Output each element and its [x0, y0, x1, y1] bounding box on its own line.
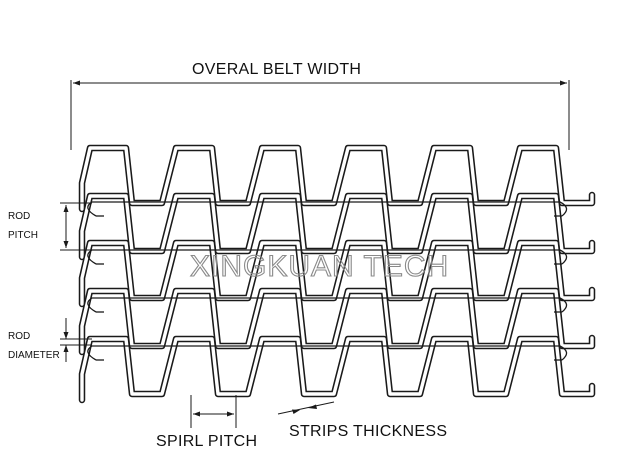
rod-4 — [87, 345, 568, 361]
strips-thickness-arrow-right — [308, 404, 317, 409]
rod-diameter-label-line2: DIAMETER — [8, 350, 60, 361]
rod-pitch-arrow-top — [63, 205, 69, 212]
strips-thickness-leader — [277, 401, 335, 415]
rod-pitch-label: ROD PITCH — [8, 207, 38, 245]
width-arrow-left — [73, 80, 80, 86]
strip-row-2-fill — [80, 194, 594, 259]
rod-diameter-label-line1: ROD — [8, 331, 31, 342]
strip-row-5-fill — [80, 337, 594, 402]
spiral-pitch-label: SPIRL PITCH — [156, 433, 258, 450]
overall-belt-width-label: OVERAL BELT WIDTH — [192, 61, 362, 78]
spiral-pitch-arrow-left — [193, 411, 200, 417]
rod-pitch-label-line1: ROD — [8, 211, 31, 222]
rod-pitch-label-line2: PITCH — [8, 230, 38, 241]
rod-diameter-arrow-bottom — [63, 345, 69, 352]
strips-thickness-arrow-left — [292, 409, 300, 414]
rod-diameter-arrow-top — [63, 332, 69, 339]
spiral-pitch-arrow-right — [227, 411, 234, 417]
strip-row-1-outline — [78, 144, 596, 213]
rod-3 — [87, 297, 568, 313]
rod-2 — [87, 249, 568, 265]
rod-pitch-arrow-bottom — [63, 241, 69, 248]
strip-row-1-fill — [80, 146, 594, 211]
watermark: XINGKUAN TECH — [189, 249, 450, 283]
width-arrow-right — [560, 80, 567, 86]
rod-diameter-label: ROD DIAMETER — [8, 327, 60, 365]
rod-1 — [87, 201, 568, 217]
strips-thickness-label: STRIPS THICKNESS — [289, 423, 448, 440]
